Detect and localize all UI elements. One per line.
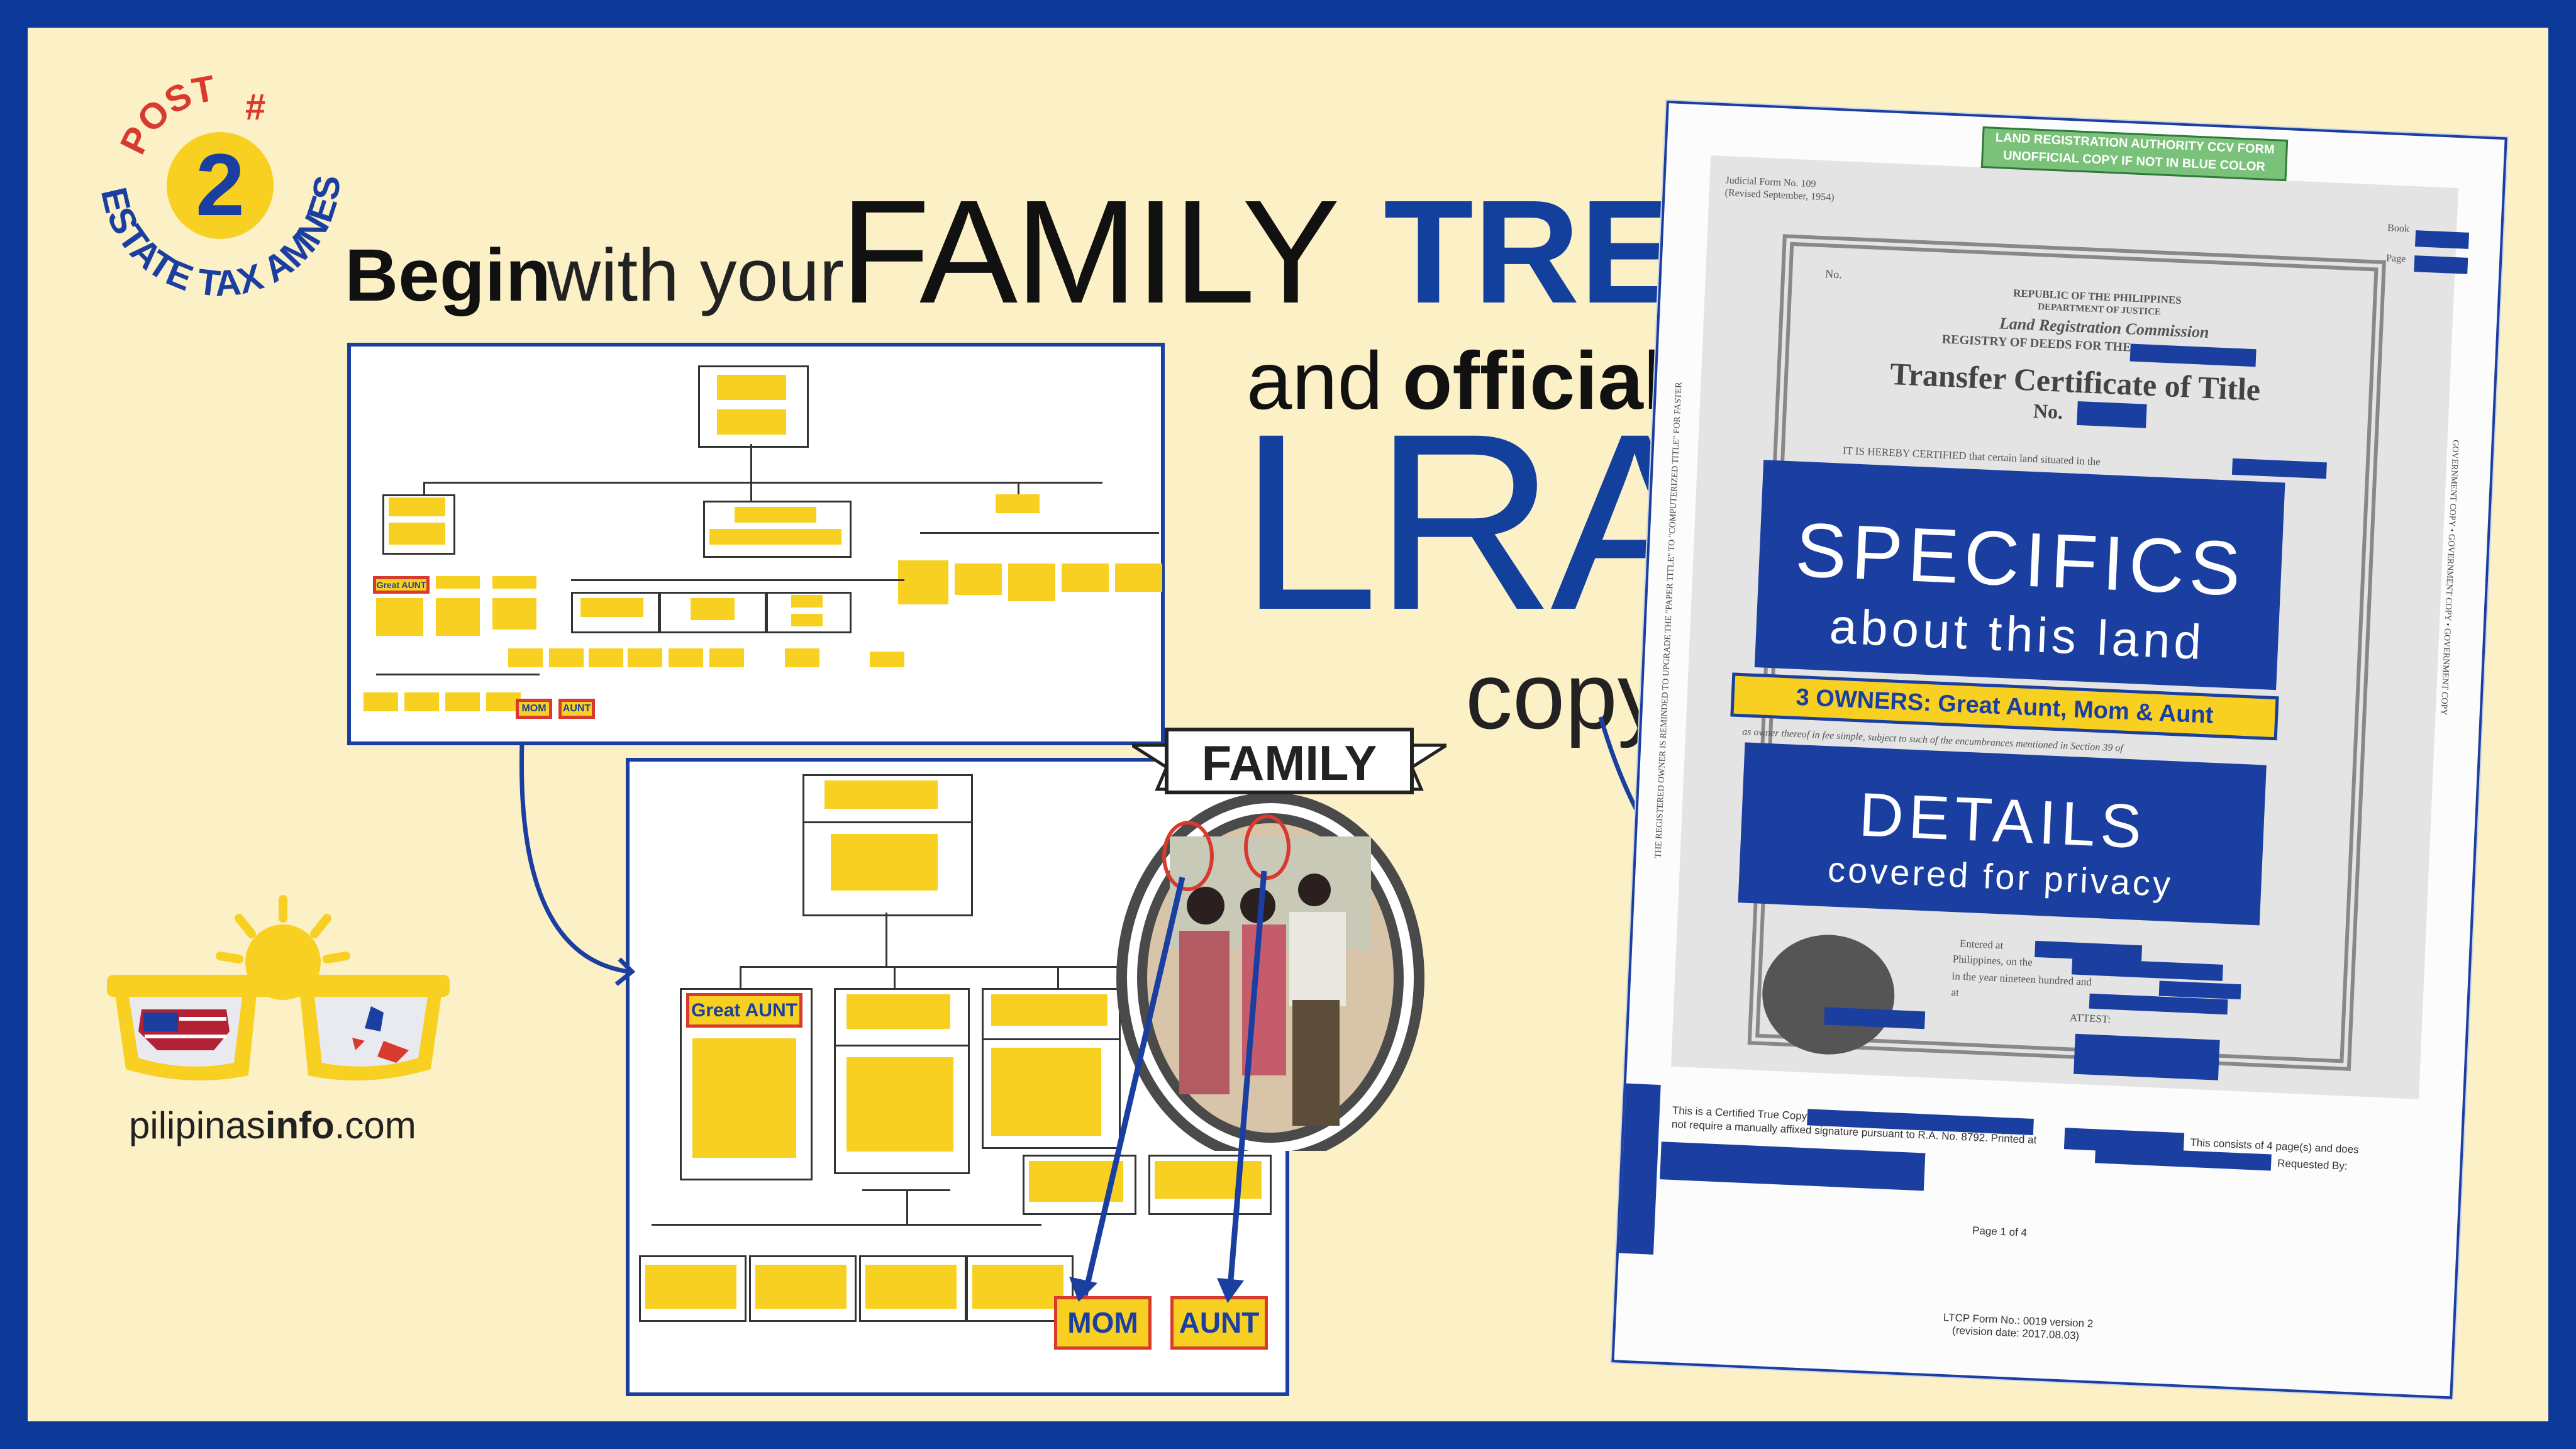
headline-family: FAMILY	[840, 169, 1340, 334]
specifics-panel: SPECIFICS about this land	[1754, 460, 2285, 691]
headline-and: and	[1246, 335, 1383, 426]
badge-hash-text: #	[245, 87, 265, 128]
headline-copy: copy	[1465, 643, 1665, 748]
logo-text: pilipinasinfo.com	[129, 1104, 416, 1146]
lra-document: LAND REGISTRATION AUTHORITY CCV FORM UNO…	[1611, 101, 2507, 1399]
redaction	[2074, 1033, 2220, 1080]
small-great-aunt-label: Great AUNT	[373, 576, 430, 594]
badge-circle	[167, 132, 274, 239]
pilipinas-logo	[107, 895, 450, 1080]
redaction	[1618, 1083, 1661, 1255]
doc-attest: ATTEST:	[2069, 1011, 2111, 1026]
doc-page: Page	[2385, 253, 2406, 265]
redaction	[2077, 401, 2147, 428]
family-banner	[1132, 728, 1446, 794]
tree-node	[717, 375, 786, 400]
redaction	[1660, 1141, 1926, 1191]
doc-title-no: No.	[2033, 399, 2063, 423]
doc-at: at	[1951, 986, 1960, 999]
photo-mom-circle	[1162, 821, 1214, 891]
small-aunt-label: AUNT	[558, 699, 595, 719]
philippines-map-icon	[352, 1006, 409, 1063]
tree-node	[717, 409, 786, 435]
redaction	[2414, 255, 2468, 274]
photo-aunt-circle	[1244, 814, 1291, 880]
doc-book: Book	[2387, 223, 2410, 235]
details-panel: DETAILS covered for privacy	[1738, 742, 2267, 926]
doc-side-left: THE REGISTERED OWNER IS REMINDED TO UPGR…	[1653, 382, 1684, 858]
usa-flag-map-icon	[138, 1009, 230, 1050]
doc-requested: Requested By:	[2277, 1157, 2348, 1172]
headline-lra: LRA	[1239, 381, 1718, 662]
family-banner-text: FAMILY	[1201, 735, 1377, 791]
post-badge: POST # 2 ESTATE TAX AMNESTY	[44, 50, 348, 304]
large-mom-label: MOM	[1054, 1296, 1152, 1350]
headline-official: official	[1402, 335, 1666, 426]
large-great-aunt-label: Great AUNT	[686, 993, 802, 1028]
redaction	[2415, 230, 2470, 249]
badge-number: 2	[196, 135, 245, 234]
small-mom-label: MOM	[516, 699, 552, 719]
doc-page-of: Page 1 of 4	[1972, 1224, 2028, 1239]
family-tree-small: Great AUNT MOM AUNT	[347, 343, 1165, 745]
headline-begin: Begin	[345, 234, 551, 317]
doc-entered-at: Entered at	[1959, 937, 2004, 952]
headline-with-your: with your	[547, 234, 845, 317]
doc-no: No.	[1824, 267, 1843, 281]
large-aunt-label: AUNT	[1170, 1296, 1268, 1350]
